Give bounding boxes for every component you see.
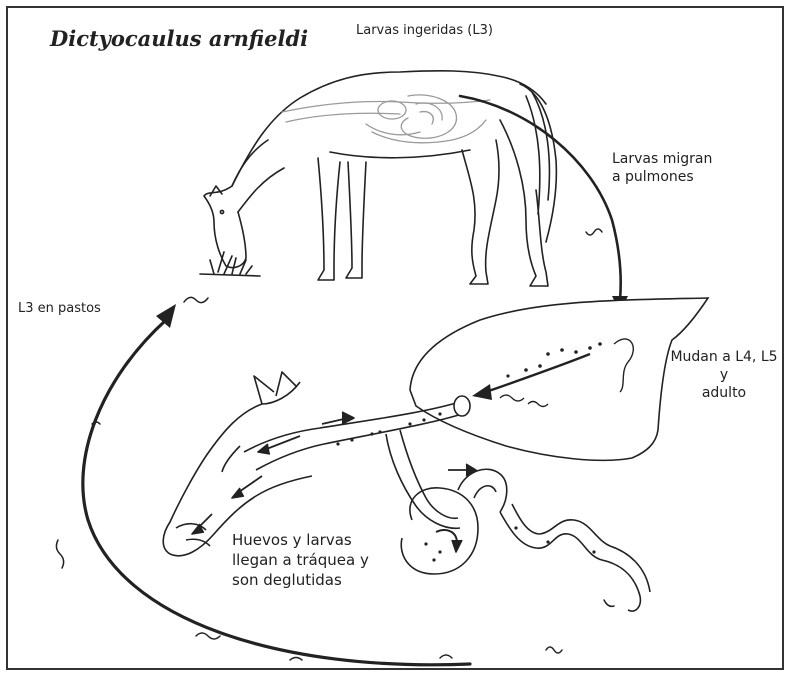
label-molt: Mudan a L4, L5 y adulto: [666, 348, 782, 402]
return-to-pasture-arrow: [83, 304, 470, 665]
label-line: llegan a tráquea y: [232, 550, 402, 570]
horse-head-illustration: [163, 372, 354, 556]
label-larvae-ingested: Larvas ingeridas (L3): [356, 22, 493, 40]
label-line: Huevos y larvas: [232, 530, 402, 550]
label-l3-pasture: L3 en pastos: [18, 300, 101, 318]
label-line: adulto: [666, 384, 782, 402]
label-larvae-migrate: Larvas migran a pulmones: [612, 150, 762, 186]
label-line: Mudan a L4, L5 y: [666, 348, 782, 384]
label-line: son deglutidas: [232, 570, 402, 590]
lung-illustration: [410, 298, 708, 460]
label-line: a pulmones: [612, 168, 762, 186]
diagram-title: Dictyocaulus arnfieldi: [50, 26, 308, 51]
label-line: Larvas migran: [612, 150, 762, 168]
horse-illustration: [200, 71, 556, 286]
digestive-tract-illustration: [401, 464, 650, 611]
migration-arrow: [460, 96, 628, 312]
label-trachea: Huevos y larvas llegan a tráquea y son d…: [232, 530, 402, 590]
